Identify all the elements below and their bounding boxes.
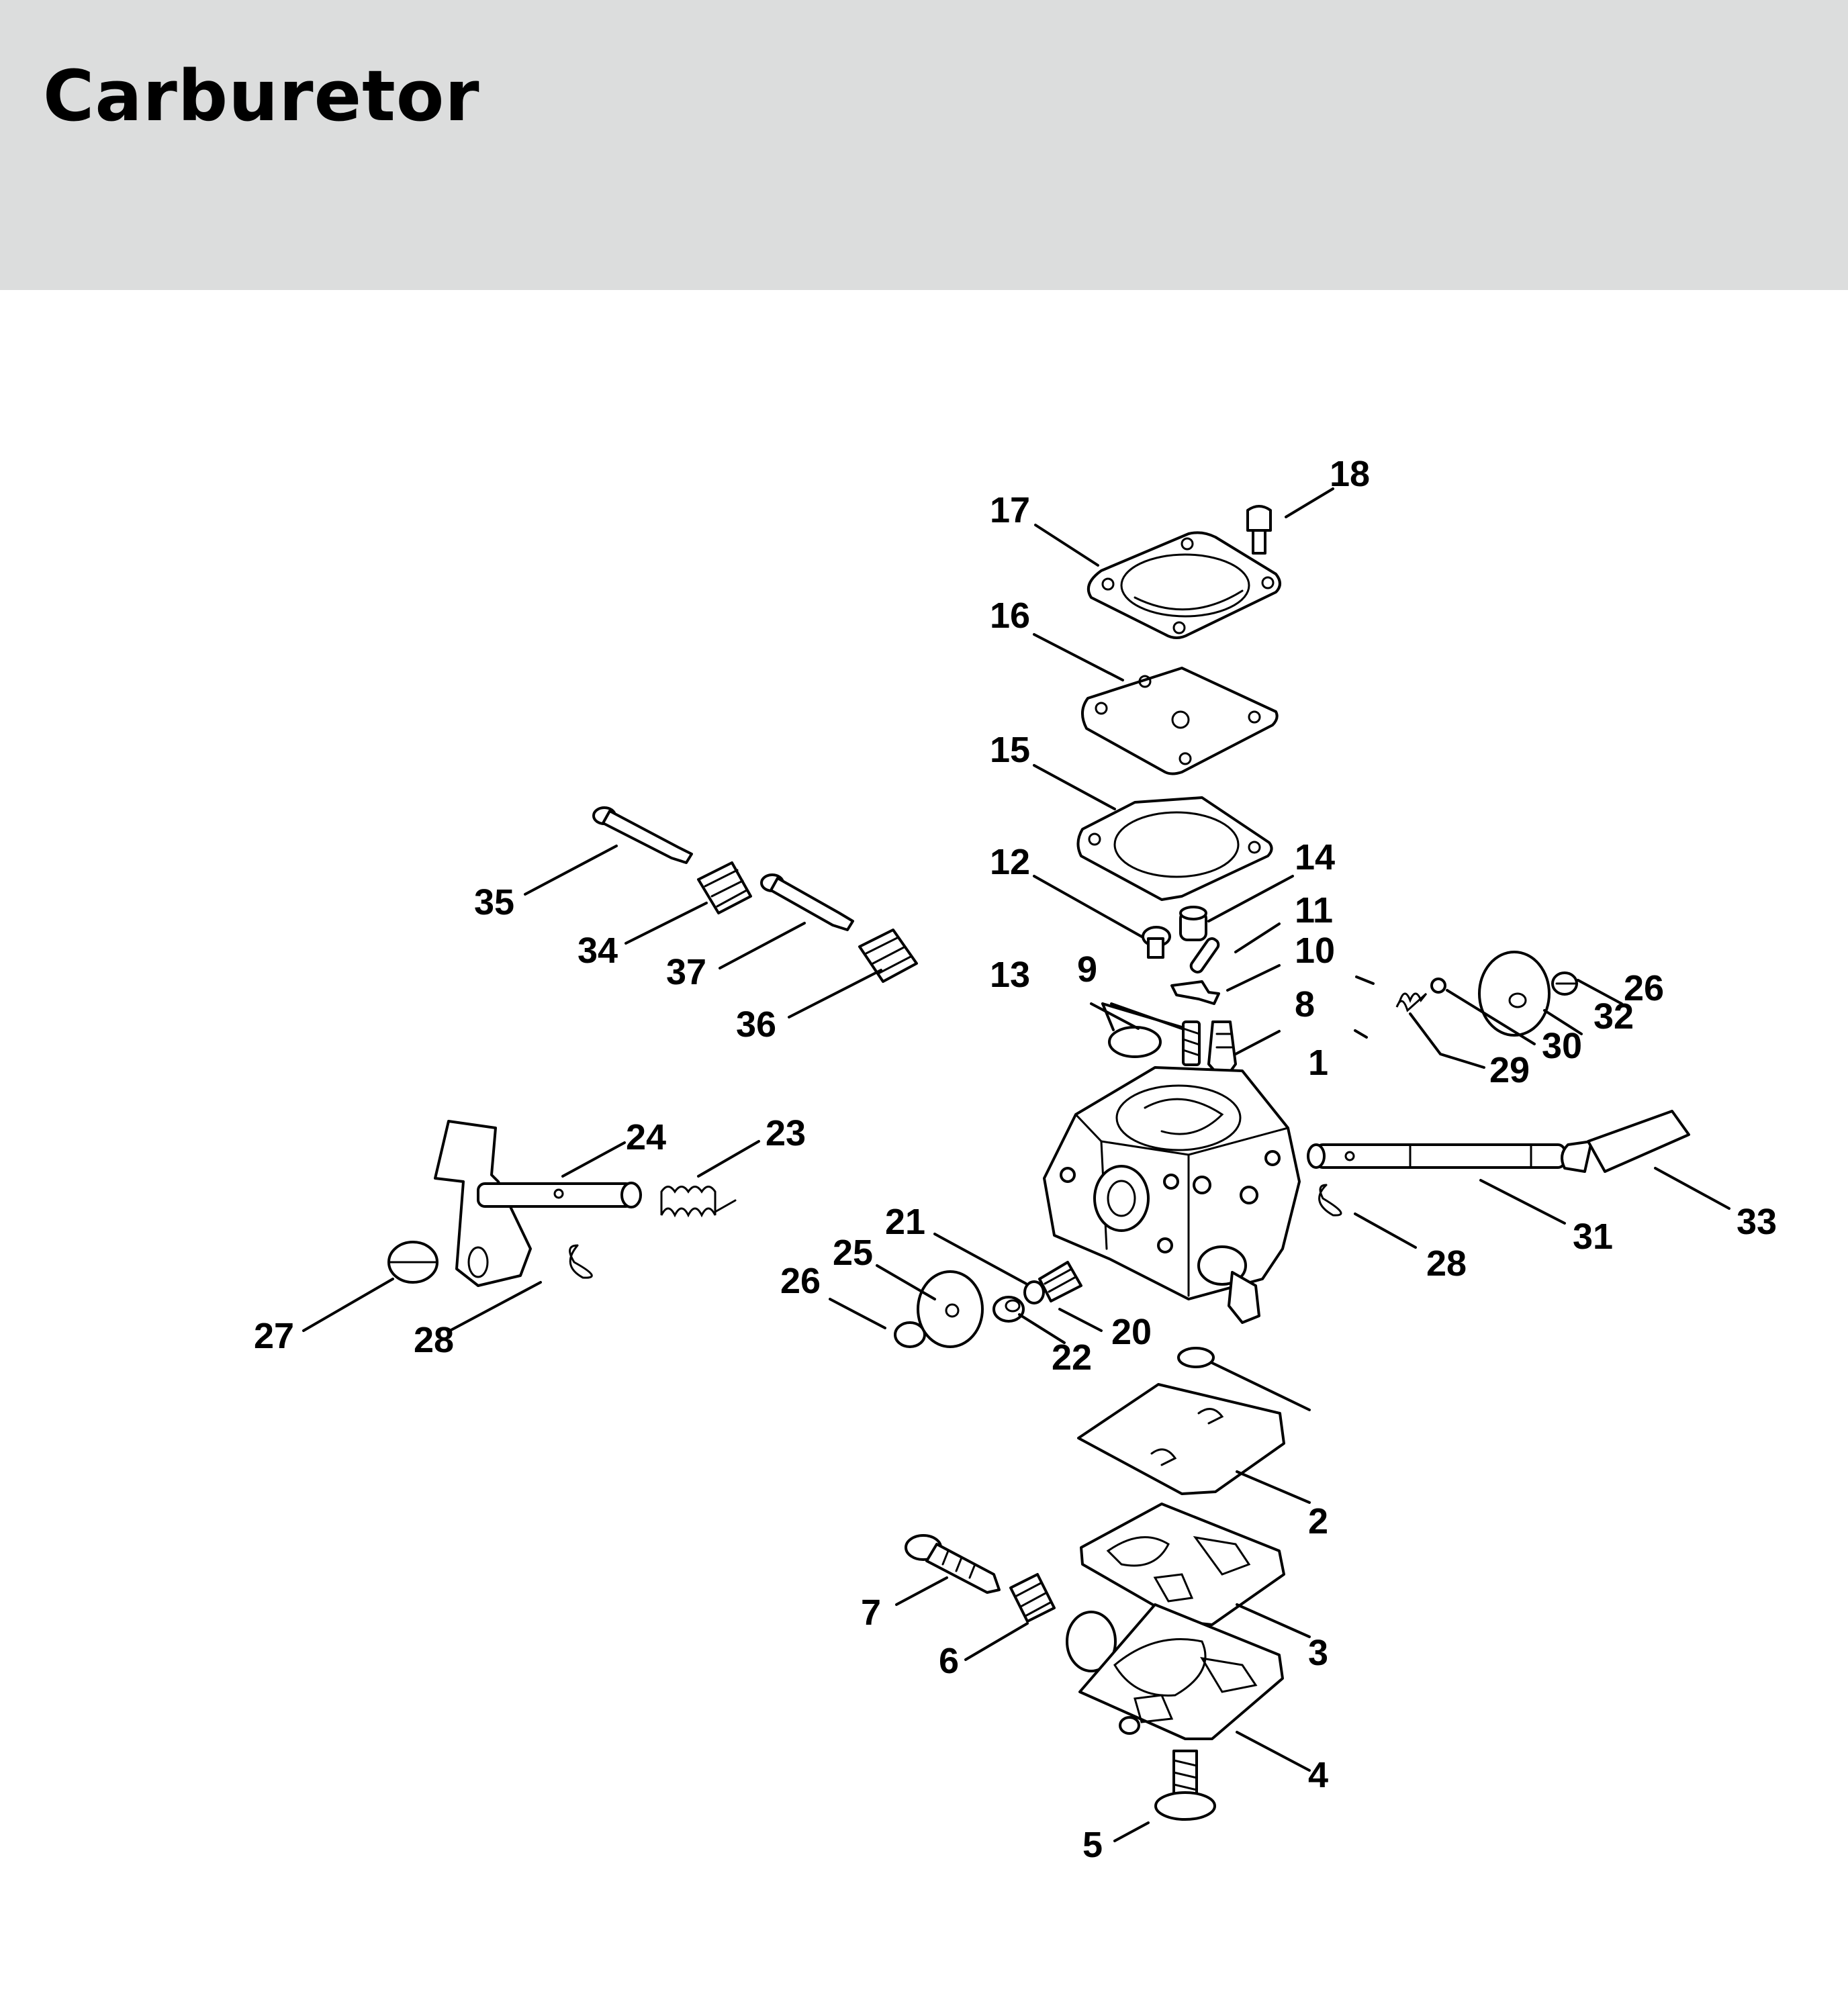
- label-26-left: 26: [780, 1261, 821, 1301]
- part-24-lever-shaft: [434, 1120, 642, 1287]
- label-21: 21: [885, 1202, 925, 1242]
- part-14-cap: [1179, 906, 1207, 941]
- label-34: 34: [578, 931, 618, 971]
- label-37: 37: [666, 952, 706, 992]
- part-37-needle: [760, 873, 854, 931]
- part-7-screw: [905, 1534, 1001, 1594]
- label-35: 35: [474, 882, 514, 922]
- label-28-left: 28: [414, 1320, 454, 1360]
- part-34-spring: [697, 861, 752, 914]
- label-5: 5: [1082, 1825, 1103, 1865]
- part-2-plate: [1077, 1383, 1285, 1495]
- label-4: 4: [1308, 1755, 1328, 1795]
- carburetor-body: [1043, 1066, 1301, 1324]
- label-12: 12: [990, 842, 1030, 882]
- label-24: 24: [626, 1117, 666, 1157]
- part-36-spring: [858, 929, 918, 983]
- label-36: 36: [736, 1004, 776, 1045]
- part-4-pump-body: [1066, 1603, 1284, 1740]
- label-30: 30: [1542, 1026, 1582, 1066]
- label-6: 6: [939, 1641, 959, 1681]
- part-33-lever: [1561, 1110, 1690, 1173]
- label-31: 31: [1573, 1217, 1613, 1257]
- part-25-plate: [917, 1270, 984, 1348]
- label-20: 20: [1111, 1312, 1152, 1352]
- part-29-spring: [1395, 992, 1428, 1012]
- part-1-screen: [1177, 1347, 1215, 1368]
- part-31-shaft: [1307, 1143, 1566, 1169]
- part-13-screen: [1108, 1026, 1162, 1058]
- part-35-needle: [592, 806, 693, 864]
- part-15-gasket: [1076, 796, 1273, 901]
- label-7: 7: [861, 1592, 881, 1633]
- label-8: 8: [1295, 984, 1315, 1025]
- part-22-sleeve: [992, 1296, 1025, 1323]
- part-32-plate: [1478, 951, 1551, 1037]
- label-9: 9: [1077, 949, 1097, 990]
- label-27: 27: [254, 1316, 294, 1356]
- label-22: 22: [1052, 1337, 1092, 1378]
- label-10: 10: [1295, 931, 1335, 971]
- part-28b-clip: [1318, 1184, 1342, 1217]
- leader-lines: [302, 487, 1730, 1842]
- label-29: 29: [1489, 1050, 1530, 1090]
- page-title: Carburetor: [43, 55, 480, 137]
- part-30-ring: [1430, 978, 1446, 994]
- label-15: 15: [990, 730, 1030, 770]
- label-1: 1: [1308, 1043, 1328, 1083]
- part-18-screw: [1246, 505, 1272, 555]
- header-banner: Carburetor: [0, 0, 1848, 290]
- part-26b-screw: [1551, 971, 1578, 996]
- part-5-screw: [1154, 1750, 1216, 1821]
- label-18: 18: [1330, 454, 1370, 494]
- part-9-spring: [1182, 1020, 1201, 1066]
- label-2: 2: [1308, 1501, 1328, 1541]
- label-28-right: 28: [1426, 1243, 1467, 1284]
- part-17-cover: [1087, 531, 1281, 639]
- label-32: 32: [1593, 996, 1634, 1037]
- label-23: 23: [766, 1113, 806, 1153]
- part-27-nut: [387, 1241, 438, 1284]
- callout-labels: 1 2 3 4 5 6 7 8 9 10 11 12 13 14 15 16 1…: [254, 454, 1777, 1865]
- part-28a-clip: [569, 1244, 593, 1279]
- label-3: 3: [1308, 1633, 1328, 1673]
- part-21-ring: [1023, 1280, 1045, 1304]
- label-16: 16: [990, 596, 1030, 636]
- part-10-lever: [1170, 980, 1220, 1005]
- part-6-spring: [1009, 1573, 1056, 1623]
- part-3-gasket: [1080, 1503, 1285, 1626]
- part-26a-screw: [894, 1321, 926, 1348]
- label-33: 33: [1737, 1202, 1777, 1242]
- label-17: 17: [990, 490, 1030, 530]
- part-12-screw: [1142, 926, 1171, 959]
- part-23-spring: [660, 1186, 737, 1218]
- part-20-spring: [1038, 1261, 1082, 1302]
- label-25: 25: [833, 1233, 873, 1273]
- part-16-diaphragm: [1081, 667, 1279, 775]
- label-13: 13: [990, 955, 1030, 995]
- part-11-pin: [1189, 937, 1220, 973]
- label-14: 14: [1295, 837, 1335, 877]
- label-11: 11: [1295, 890, 1333, 931]
- label-26-right: 26: [1624, 968, 1664, 1008]
